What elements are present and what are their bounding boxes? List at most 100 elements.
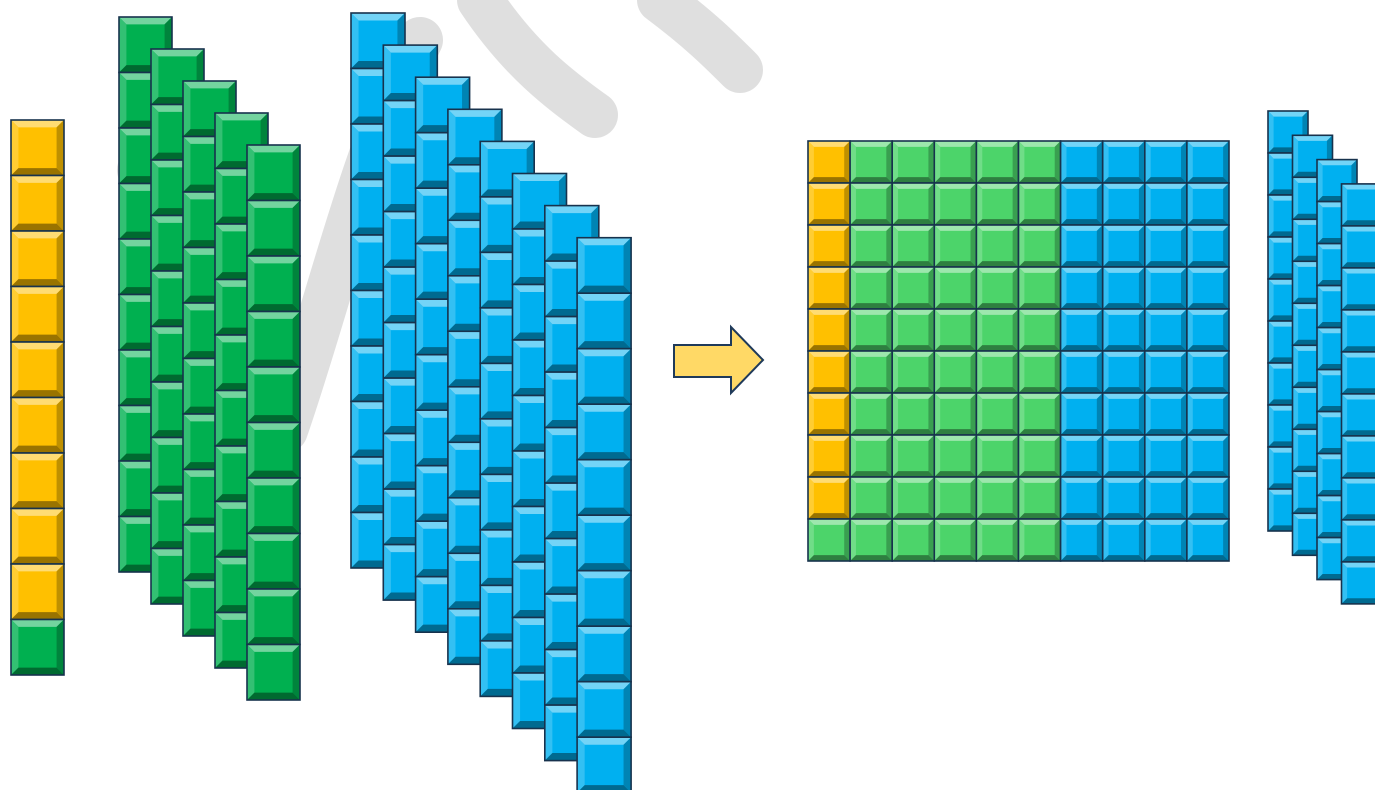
green-cell — [1019, 519, 1061, 561]
blue-cell — [1187, 393, 1229, 435]
green-cell — [1019, 393, 1061, 435]
green-cell — [808, 519, 850, 561]
green-cell — [934, 183, 976, 225]
gold-cell — [808, 309, 850, 351]
green-stack-cell — [247, 201, 300, 257]
green-cell — [850, 519, 892, 561]
green-cell — [850, 225, 892, 267]
blue-stack-partial-cell — [1342, 478, 1375, 520]
green-cell — [1019, 309, 1061, 351]
green-cell — [1019, 351, 1061, 393]
green-cell — [892, 267, 934, 309]
blue-stack-partial-cell — [1342, 184, 1375, 226]
blue-cell — [1061, 435, 1103, 477]
green-cell — [934, 519, 976, 561]
gold-cell — [11, 564, 64, 620]
blue-cell — [1145, 183, 1187, 225]
green-stack-cell — [247, 589, 300, 645]
blue-stack-cell — [577, 682, 631, 738]
green-cell — [934, 309, 976, 351]
blue-stack-cell — [577, 626, 631, 682]
right-arrow-shape — [674, 327, 763, 393]
blue-cell — [1061, 309, 1103, 351]
green-cell — [1019, 225, 1061, 267]
gold-cell — [11, 231, 64, 287]
green-cell — [892, 309, 934, 351]
gold-cell — [808, 351, 850, 393]
blue-cell — [1061, 393, 1103, 435]
green-cell — [1019, 267, 1061, 309]
green-cell — [976, 519, 1018, 561]
green-cell — [892, 435, 934, 477]
gold-cell — [808, 141, 850, 183]
green-cell — [1019, 477, 1061, 519]
green-stack — [119, 17, 300, 700]
green-cell — [850, 141, 892, 183]
blue-cell — [1061, 225, 1103, 267]
blue-stack-partial-cell — [1342, 226, 1375, 268]
green-cell — [934, 351, 976, 393]
green-stack-cell — [247, 367, 300, 423]
green-cell — [892, 225, 934, 267]
blue-cell — [1061, 141, 1103, 183]
gold-cell — [808, 435, 850, 477]
green-stack-cell — [247, 534, 300, 590]
blue-cell — [1103, 183, 1145, 225]
green-cell — [892, 477, 934, 519]
blue-cell — [1061, 183, 1103, 225]
green-stack-cell — [247, 645, 300, 701]
blue-stack-cell — [577, 460, 631, 516]
green-cell — [850, 267, 892, 309]
blue-cell — [1103, 141, 1145, 183]
blue-stack-partial-cell — [1342, 352, 1375, 394]
green-cell — [976, 435, 1018, 477]
gold-cell — [11, 453, 64, 509]
green-cell — [1019, 183, 1061, 225]
blue-cell — [1061, 477, 1103, 519]
green-cell — [850, 435, 892, 477]
right-arrow-icon — [674, 327, 763, 393]
green-cell — [892, 141, 934, 183]
blue-cell — [1187, 477, 1229, 519]
green-cell — [892, 393, 934, 435]
green-cell — [850, 183, 892, 225]
green-stack-cell — [247, 423, 300, 479]
gold-cell — [11, 398, 64, 454]
blue-cell — [1145, 351, 1187, 393]
green-cell — [976, 351, 1018, 393]
green-cell — [892, 183, 934, 225]
blue-stack-cell — [577, 238, 631, 294]
blue-cell — [1103, 351, 1145, 393]
blue-stack-partial-cell — [1342, 310, 1375, 352]
green-stack-cell — [247, 256, 300, 312]
gold-cell — [11, 287, 64, 343]
blue-stack-cell — [577, 349, 631, 405]
green-stack-cell — [247, 145, 300, 201]
blue-cell — [1103, 225, 1145, 267]
blue-stack-partial-cell — [1342, 268, 1375, 310]
blue-cell — [1103, 435, 1145, 477]
blue-stack-partial-cell — [1342, 562, 1375, 604]
green-stack-column-5 — [247, 145, 300, 700]
blue-stack-cell — [577, 515, 631, 571]
green-cell — [976, 225, 1018, 267]
gold-cell — [808, 393, 850, 435]
green-cell — [1019, 435, 1061, 477]
blue-cell — [1103, 477, 1145, 519]
green-cell — [850, 477, 892, 519]
green-cell — [934, 393, 976, 435]
blue-cell — [1187, 309, 1229, 351]
gold-cell — [11, 509, 64, 565]
blue-cell — [1061, 267, 1103, 309]
gold-cell — [808, 183, 850, 225]
blue-cell — [1187, 225, 1229, 267]
gold-cell — [11, 120, 64, 176]
blue-cell — [1103, 519, 1145, 561]
blue-cell — [1187, 519, 1229, 561]
green-cell — [850, 393, 892, 435]
blue-stack-cell — [577, 571, 631, 627]
green-cell — [11, 620, 64, 676]
blue-cell — [1145, 435, 1187, 477]
green-cell — [892, 351, 934, 393]
